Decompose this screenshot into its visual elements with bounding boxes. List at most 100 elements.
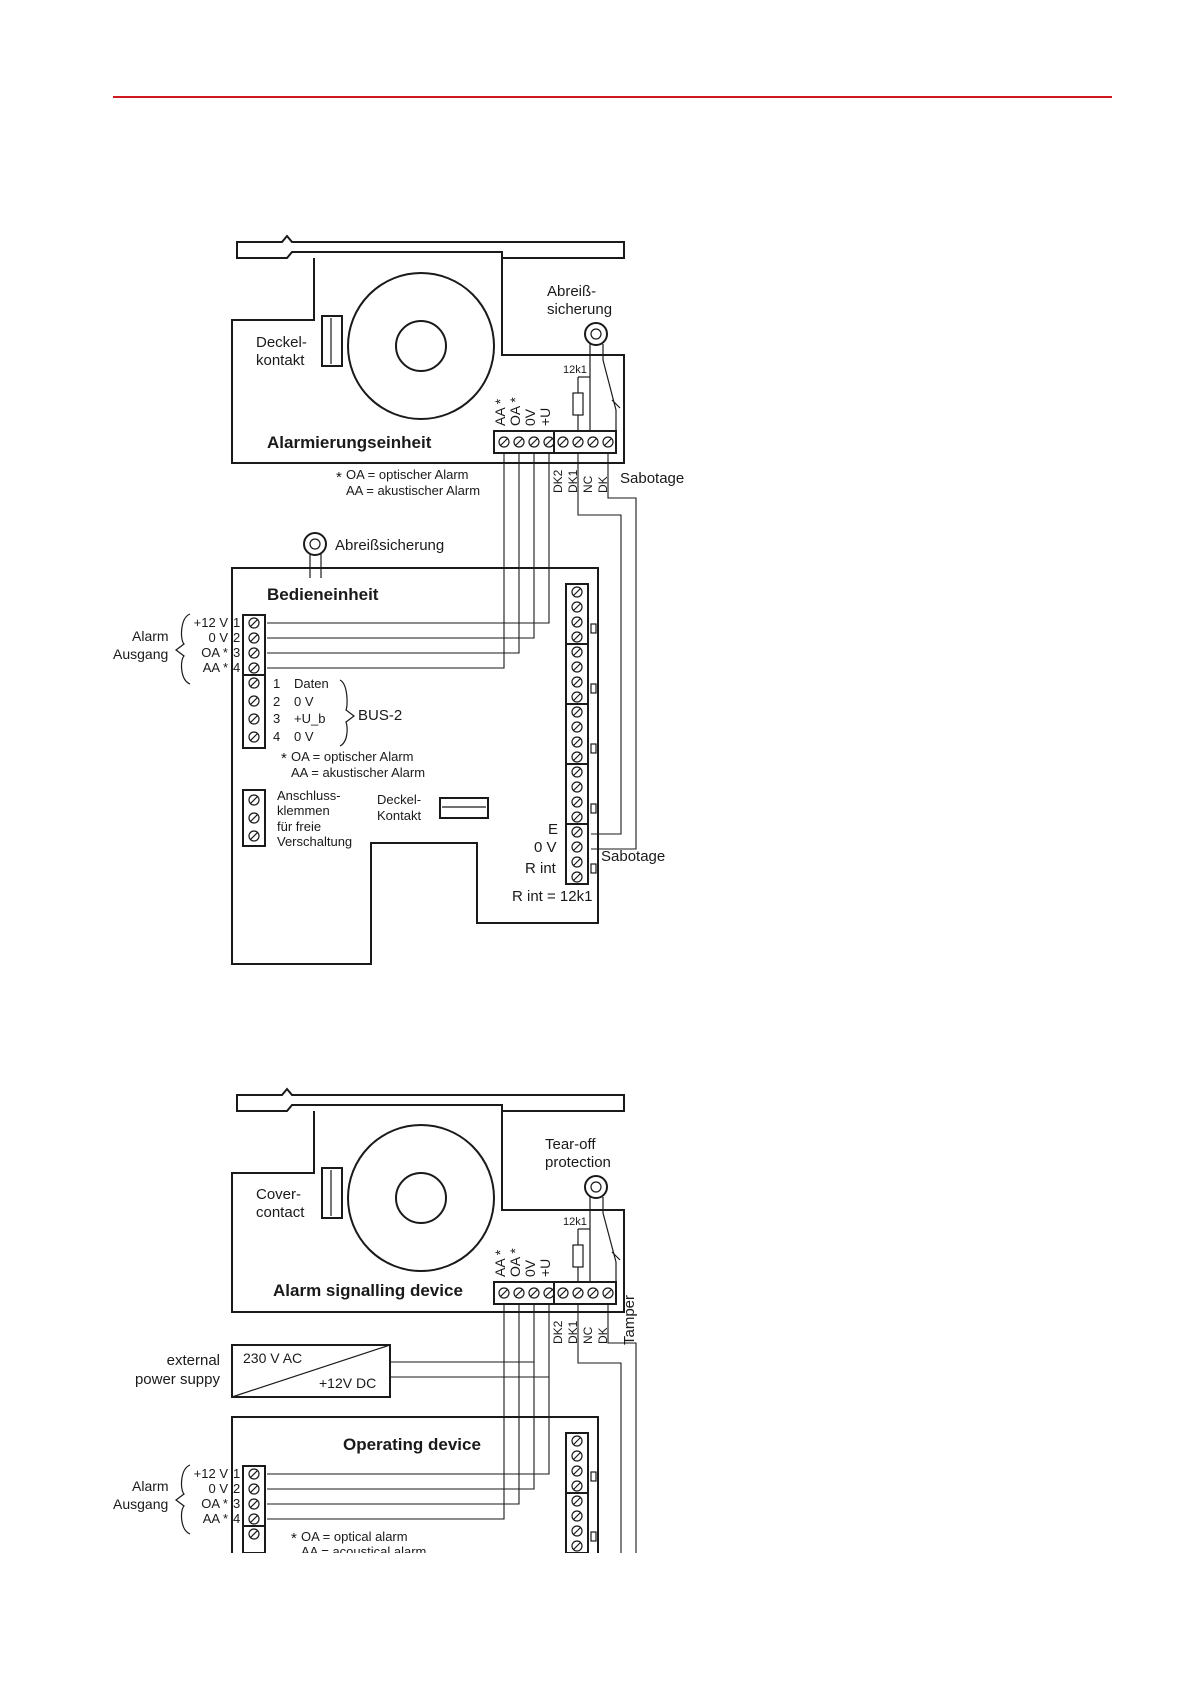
diagram-en: Cover- contact Alarm signalling device T… <box>113 1087 638 1559</box>
terminal-screw <box>571 661 583 673</box>
terminal-screw-slot <box>573 858 581 866</box>
bus-num-4: 4 <box>273 729 280 744</box>
terminal-screw <box>248 647 260 659</box>
out-en-num-2: 2 <box>233 1481 240 1496</box>
terminal-screw-slot <box>500 1289 508 1297</box>
out-num-4: 4 <box>233 660 240 675</box>
out-num-1: 1 <box>233 615 240 630</box>
cover-contact-switch-bottom <box>439 797 489 819</box>
resistor-icon <box>572 392 584 416</box>
cover-contact-switch-en <box>321 1167 343 1219</box>
terminal-screw <box>571 1480 583 1492</box>
terminal-screw-slot <box>589 438 597 446</box>
term-en-plus-u: +U <box>537 1259 553 1277</box>
terminal-screw-slot <box>250 715 258 723</box>
bus-sig-daten: Daten <box>294 676 329 691</box>
free-terminals-4: Verschaltung <box>277 834 352 849</box>
terminal-screw-slot <box>250 733 258 741</box>
terminal-screw-slot <box>573 633 581 641</box>
terminal-screw <box>571 781 583 793</box>
out-en-num-4: 4 <box>233 1511 240 1526</box>
terminal-screw-slot <box>250 697 258 705</box>
terminal-screw-slot <box>250 649 258 657</box>
resistor-label: 12k1 <box>563 364 587 376</box>
terminal-screw <box>248 713 260 725</box>
terminal-screw-slot <box>559 438 567 446</box>
terminal-screw <box>248 617 260 629</box>
cover-contact-switch <box>321 315 343 367</box>
terminal-screw <box>587 1287 599 1299</box>
tearoff-label-bottom: Abreißsicherung <box>335 537 444 554</box>
terminal-screw-slot <box>573 1527 581 1535</box>
output-terminal-block-en <box>242 1465 266 1527</box>
terminal-screw <box>571 646 583 658</box>
terminal-screw-slot <box>515 438 523 446</box>
terminal-screw <box>571 616 583 628</box>
terminal-screw <box>571 601 583 613</box>
terminal-screw <box>248 677 260 689</box>
terminal-screw <box>571 796 583 808</box>
terminal-screw-slot <box>573 1497 581 1505</box>
terminal-screw <box>571 721 583 733</box>
zone-block-3 <box>565 703 589 765</box>
terminal-screw-slot <box>573 1482 581 1490</box>
terminal-screw-slot <box>573 648 581 656</box>
terminal-screw-slot <box>573 693 581 701</box>
siren-center <box>395 320 447 372</box>
terminal-screw-slot <box>250 1470 258 1478</box>
terminal-screw <box>248 662 260 674</box>
zone-block-4 <box>565 763 589 825</box>
term-dk1: DK1 <box>566 469 580 493</box>
power-ac: 230 V AC <box>243 1350 302 1366</box>
alarm-unit-title: Alarmierungseinheit <box>267 433 432 452</box>
terminal-screw <box>571 586 583 598</box>
terminal-screw-slot <box>573 873 581 881</box>
bus-brace <box>339 679 355 747</box>
terminal-screw <box>587 436 599 448</box>
cover-contact-bottom-2: Kontakt <box>377 808 421 823</box>
terminal-screw-slot <box>250 634 258 642</box>
zone-block-2 <box>565 643 589 705</box>
terminal-screw <box>571 841 583 853</box>
cover-contact-label-1: Deckel- <box>256 334 307 351</box>
terminal-screw <box>248 1498 260 1510</box>
term-en-dk: DK <box>596 1327 610 1344</box>
terminal-screw-slot <box>250 1500 258 1508</box>
term-en-dk2: DK2 <box>551 1320 565 1344</box>
terminal-screw-slot <box>573 603 581 611</box>
terminal-screws <box>248 436 614 1552</box>
terminal-screw <box>513 436 525 448</box>
bus-num-2: 2 <box>273 694 280 709</box>
bus-name: BUS-2 <box>358 707 402 724</box>
terminal-screw-slot <box>545 438 553 446</box>
terminal-screw-slot <box>530 1289 538 1297</box>
legend-oa-top: OA = optischer Alarm <box>346 467 468 482</box>
terminal-screw <box>248 794 260 806</box>
terminal-screw-slot <box>515 1289 523 1297</box>
operating-device-title: Operating device <box>343 1435 481 1454</box>
free-terminals-3: für freie <box>277 819 321 834</box>
terminal-screw-slot <box>250 814 258 822</box>
terminal-screw <box>557 1287 569 1299</box>
term-oa: OA * <box>507 397 523 426</box>
out-en-num-3: 3 <box>233 1496 240 1511</box>
terminal-screw <box>572 436 584 448</box>
term-0v: 0V <box>522 408 538 426</box>
terminal-screw <box>498 1287 510 1299</box>
terminal-screw-slot <box>573 1542 581 1550</box>
terminal-screw <box>571 856 583 868</box>
terminal-screw <box>602 1287 614 1299</box>
bus-sig-ub: +U_b <box>294 711 325 726</box>
bus-num-3: 3 <box>273 711 280 726</box>
out-num-2: 2 <box>233 630 240 645</box>
terminal-screw-slot <box>589 1289 597 1297</box>
terminal-screw <box>571 871 583 883</box>
terminal-screw-slot <box>250 619 258 627</box>
terminal-screw <box>248 830 260 842</box>
terminal-screw-slot <box>250 832 258 840</box>
tamper-label-top: Sabotage <box>620 470 684 487</box>
terminal-screw <box>602 436 614 448</box>
terminal-screw <box>248 1513 260 1525</box>
terminal-screw-slot <box>573 783 581 791</box>
